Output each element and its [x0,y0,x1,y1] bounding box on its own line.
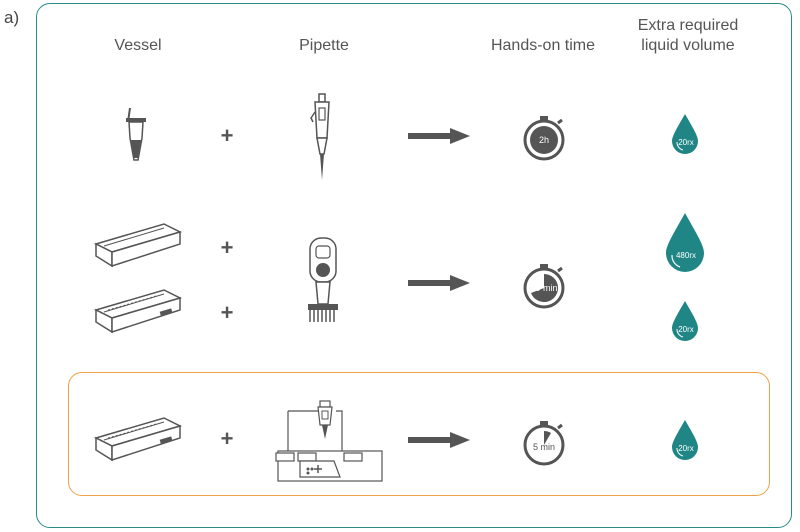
header-hands-on-time: Hands-on time [490,37,596,54]
stopwatch-icon: 40 min [523,264,565,309]
plus-sign: + [220,426,234,451]
drop-icon: 20rx [672,114,698,154]
panel-label: a) [4,8,20,27]
reservoir-icon [93,223,183,268]
arrow-icon [408,432,470,448]
single-pipette-icon [310,93,330,180]
drop-label: 20rx [678,444,694,453]
drop-label: 20rx [678,138,694,147]
reservoir-icon [93,289,183,334]
header-extra-volume: Extra required liquid volume [637,17,739,54]
stopwatch-icon: 2h [523,116,565,161]
microtube-icon [126,107,146,161]
plus-sign: + [220,300,234,325]
arrow-icon [408,128,470,144]
drop-label: 20rx [678,325,694,334]
reservoir-icon [93,417,183,462]
time-label: 2h [539,135,549,145]
stopwatch-icon: 5 min [523,421,565,466]
drop-icon: 20rx [672,420,698,460]
header-vessel: Vessel [114,37,162,54]
plus-sign: + [220,235,234,260]
highlight-frame [68,372,770,496]
outer-frame [36,3,792,528]
arrow-icon [408,275,470,291]
drop-icon: 20rx [672,301,698,341]
pipetting-robot-icon [275,400,383,482]
drop-label: 480rx [676,251,696,260]
time-label: 5 min [533,442,555,452]
time-label: 40 min [530,283,557,293]
multichannel-pipette-icon [308,237,338,322]
drop-icon: 480rx [666,213,704,272]
header-pipette: Pipette [299,37,349,54]
plus-sign: + [220,123,234,148]
